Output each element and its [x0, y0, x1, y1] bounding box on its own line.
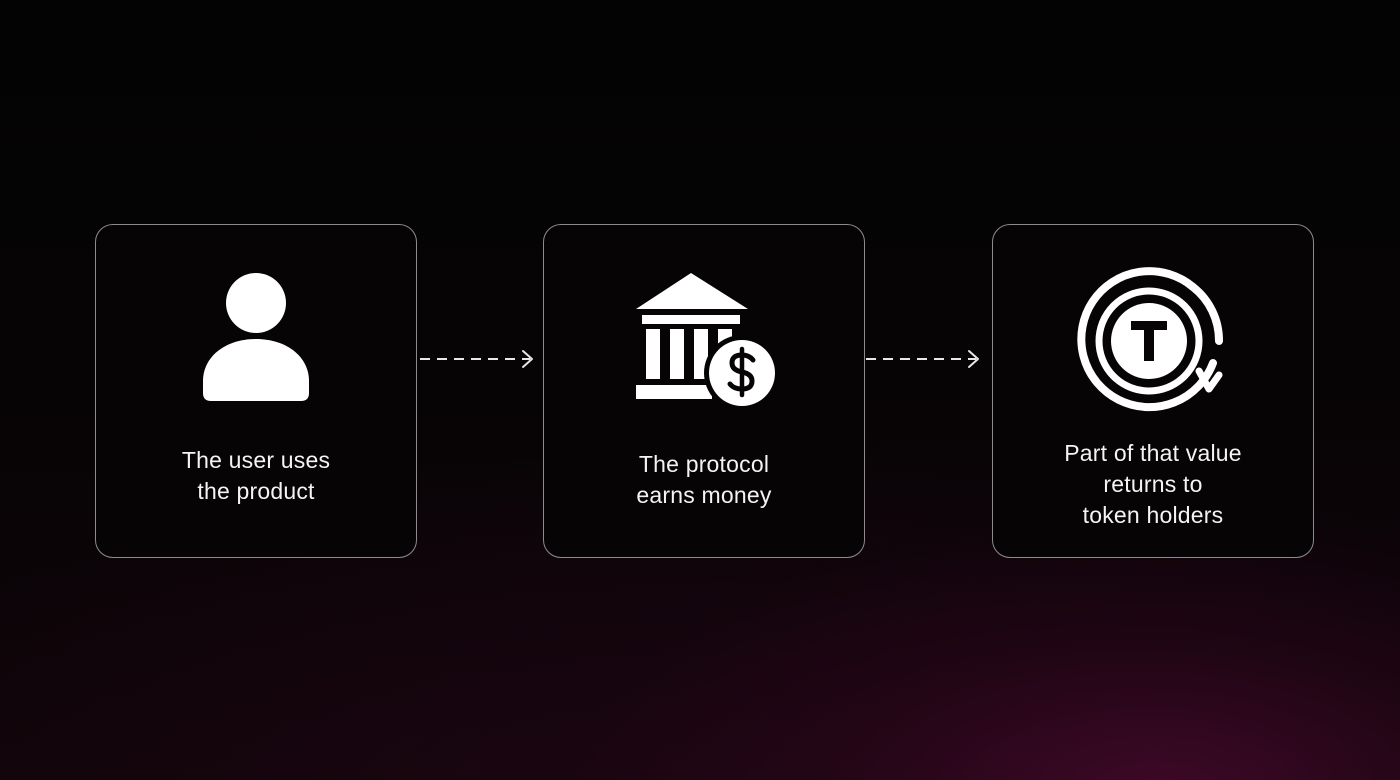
bank-dollar-icon [636, 273, 780, 411]
step-label-user: The user uses the product [181, 447, 331, 504]
token-return-icon [1077, 267, 1224, 412]
step-label-token: Part of that value returns to token hold… [1064, 440, 1242, 528]
step-label-protocol: The protocol earns money [636, 451, 772, 508]
step-card-user: The user uses the product [95, 224, 417, 558]
person-icon [203, 273, 309, 401]
dashed-arrow-right [420, 350, 533, 368]
dashed-arrow-right [866, 350, 979, 368]
step-card-protocol: The protocol earns money [543, 224, 865, 558]
step-card-token: Part of that value returns to token hold… [992, 224, 1314, 558]
